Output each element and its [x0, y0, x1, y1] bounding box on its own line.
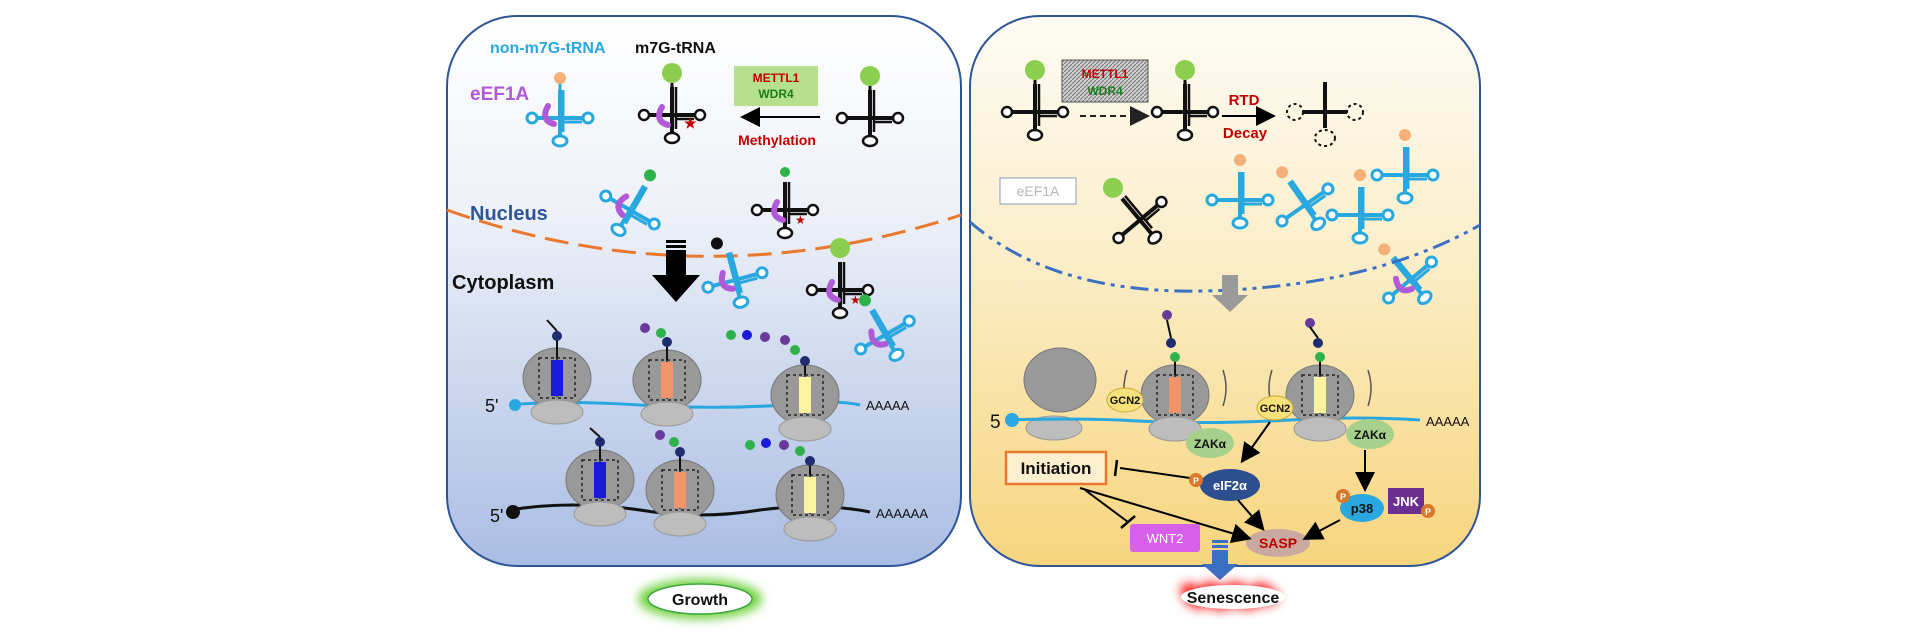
- mettl1-wdr4-box-left: [734, 66, 818, 106]
- wdr4-label-right: WDR4: [1087, 84, 1123, 98]
- senescence-label: Senescence: [1187, 590, 1280, 607]
- p-jnk-label: P: [1425, 507, 1431, 517]
- gcn2-to-eif2a-arrow: [1240, 421, 1271, 464]
- zak-blob-2: [1346, 419, 1394, 449]
- p-jnk-circle: [1421, 504, 1435, 518]
- svg-text:★: ★: [850, 293, 861, 307]
- ribosome-stalled-2: [1268, 318, 1372, 442]
- trna-blue-right-3: [1325, 169, 1395, 245]
- eef1a-label-left: eEF1A: [470, 84, 529, 105]
- five-prime-label-2: 5': [490, 506, 503, 526]
- ribosome-3: [726, 330, 840, 442]
- wnt2-label: WNT2: [1147, 531, 1184, 546]
- senescence-arrow: [1202, 540, 1238, 580]
- trna-unmodified-left: [835, 66, 905, 148]
- mrna-cap-right: [1005, 413, 1019, 427]
- export-arrow: [652, 240, 700, 302]
- senescence-badge: [1181, 585, 1285, 609]
- ribosome-free: [1023, 347, 1097, 441]
- gcn2-label-1: GCN2: [1110, 395, 1141, 407]
- trna-blue-right-2: [1259, 161, 1351, 249]
- p-eif2a-circle: [1189, 473, 1203, 487]
- mrna-cap-blue-left: [509, 399, 521, 411]
- p-p38-label: P: [1340, 492, 1346, 502]
- trna-unmodified-right-2: [1150, 60, 1220, 142]
- trna-blue-nucleus: [585, 167, 675, 253]
- mettl1-wdr4-box-right: [1061, 59, 1149, 103]
- polya-label-2: AAAAAA: [876, 506, 928, 521]
- methylation-label: Methylation: [738, 132, 816, 148]
- wnt2-box: [1130, 524, 1200, 552]
- five-prime-label-1: 5': [485, 396, 498, 416]
- eef1a-box-right: [999, 177, 1077, 205]
- eif2a-label: eIF2α: [1213, 478, 1247, 493]
- p38-blob: [1340, 494, 1384, 522]
- ribosome-1: [522, 319, 592, 425]
- growth-badge: [647, 583, 753, 615]
- gcn2-blob-1: [1106, 387, 1144, 413]
- inhibit-bar-initiation: [1113, 459, 1119, 477]
- gcn2-label-2: GCN2: [1260, 403, 1291, 415]
- eif2a-inhibits-initiation: [1119, 467, 1191, 479]
- nuclear-envelope-left: [446, 208, 962, 258]
- ribosome-2: [632, 323, 702, 427]
- rtd-label: RTD: [1229, 92, 1260, 109]
- eif2a-blob: [1200, 469, 1260, 501]
- trna-decayed: [1286, 82, 1364, 147]
- sasp-blob: [1246, 529, 1310, 557]
- svg-text:★: ★: [684, 115, 697, 131]
- polya-label-right: AAAAA: [1426, 414, 1470, 429]
- trna-blue-cyto-1: [693, 237, 777, 318]
- cytoplasm-label: Cytoplasm: [452, 272, 554, 294]
- eif2a-to-sasp-arrow: [1237, 499, 1265, 532]
- growth-label: Growth: [672, 592, 728, 609]
- initiation-to-sasp-arrow: [1079, 487, 1252, 544]
- decay-label: Decay: [1223, 125, 1268, 142]
- eef1a-label-right: eEF1A: [1017, 183, 1060, 199]
- five-prime-label-right: 5: [990, 412, 1001, 433]
- mettl1-label-right: METTL1: [1082, 67, 1129, 81]
- trna-blue-right-5: [1364, 235, 1456, 325]
- trna-blue-eef1a-top: [525, 72, 595, 148]
- mrna-blue-right: [1009, 416, 1421, 424]
- trna-m7g-nucleus: ★: [750, 167, 820, 240]
- trna-unmodified-right-1: [1000, 60, 1070, 142]
- polya-label-1: AAAAA: [866, 398, 910, 413]
- ribosome-stalled-1: [1123, 310, 1227, 442]
- p38-label: p38: [1351, 501, 1373, 516]
- zak-label-1: ZAKα: [1194, 437, 1227, 451]
- nucleus-label: Nucleus: [470, 203, 548, 225]
- zak-blob-1: [1186, 428, 1234, 458]
- ribosome-5: [645, 430, 715, 537]
- initiation-label: Initiation: [1021, 459, 1092, 478]
- non-m7g-trna-label: non-m7G-tRNA: [490, 40, 606, 57]
- p-p38-circle: [1336, 489, 1350, 503]
- sasp-label: SASP: [1259, 535, 1297, 551]
- trna-unmodified-right-3: [1094, 175, 1186, 265]
- p38-to-sasp-arrow: [1302, 519, 1341, 540]
- p-eif2a-label: P: [1193, 476, 1199, 486]
- gcn2-blob-2: [1256, 395, 1294, 421]
- jnk-box: [1388, 488, 1424, 514]
- trna-m7g-top: ★: [637, 63, 707, 145]
- ribosome-6: [745, 438, 845, 542]
- trna-m7g-cyto: ★: [805, 238, 875, 320]
- zak-label-2: ZAKα: [1354, 428, 1387, 442]
- trna-blue-right-1: [1205, 154, 1275, 230]
- grey-export-arrow: [1212, 275, 1248, 312]
- svg-text:★: ★: [795, 213, 806, 227]
- trna-blue-cyto-2: [840, 292, 930, 378]
- ribosome-4: [565, 427, 635, 527]
- jnk-label: JNK: [1393, 494, 1420, 509]
- mettl1-label-left: METTL1: [753, 71, 800, 85]
- initiation-inhibits-wnt2: [1084, 489, 1129, 523]
- initiation-box: [1004, 450, 1108, 486]
- mrna-cap-black-left: [506, 505, 520, 519]
- m7g-trna-label: m7G-tRNA: [635, 40, 716, 57]
- wdr4-label-left: WDR4: [758, 87, 794, 101]
- trna-blue-right-4: [1370, 129, 1440, 205]
- inhibit-bar-wnt2: [1120, 515, 1136, 529]
